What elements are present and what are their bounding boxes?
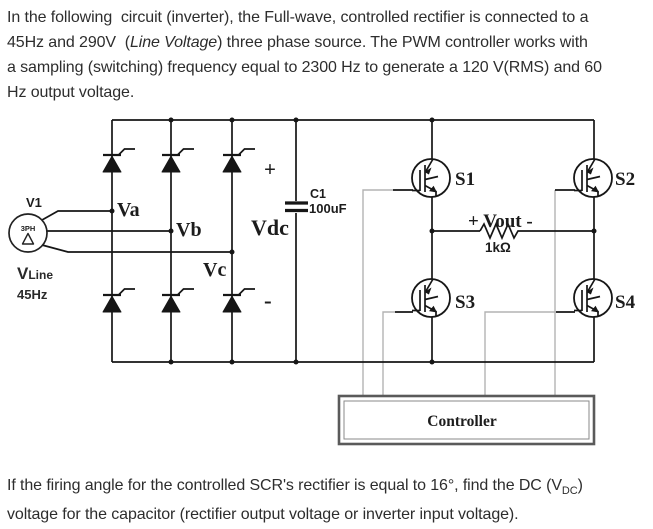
capacitor-value-label: 100uF — [309, 201, 347, 216]
thyristor-icon — [160, 147, 196, 174]
vdc-label: Vdc — [251, 215, 289, 240]
resistor-value-label: 1kΩ — [485, 240, 511, 255]
dc-minus-label: - — [264, 288, 272, 313]
thyristor-icon — [101, 287, 137, 314]
vout-label: + Vout - — [468, 211, 533, 232]
intro-line-3: a sampling (switching) frequency equal t… — [7, 59, 602, 76]
question-text: If the firing angle for the controlled S… — [7, 471, 653, 529]
igbt-switch-icon — [411, 158, 451, 198]
source-type-label: 3PH — [21, 224, 36, 233]
intro-line-1: In the following circuit (inverter), the… — [7, 9, 589, 26]
intro-line-2-pre: 45Hz and 290V ( — [7, 34, 130, 51]
three-phase-source-icon: 3PH — [8, 213, 48, 253]
switch-s2-label: S2 — [615, 169, 635, 190]
resistor-icon — [479, 221, 520, 241]
thyristor-icon — [101, 147, 137, 174]
intro-line-4: Hz output voltage. — [7, 84, 135, 101]
switch-s1-label: S1 — [455, 169, 475, 190]
dc-plus-label: + — [264, 157, 276, 181]
gate-wire-s3 — [382, 311, 395, 397]
gate-wire-s1 — [362, 189, 393, 397]
phase-a-label: Va — [117, 199, 140, 221]
igbt-switch-icon — [573, 158, 613, 198]
controller-gate-wires — [362, 189, 556, 397]
switch-s4-label: S4 — [615, 292, 636, 313]
question-line-1-post: ) — [577, 477, 583, 494]
thyristor-icon — [160, 287, 196, 314]
intro-line-2-post: ) three phase source. The PWM controller… — [217, 34, 588, 51]
power-wires — [41, 119, 595, 363]
question-line-2: voltage for the capacitor (rectifier out… — [7, 506, 519, 523]
phase-c-label: Vc — [203, 259, 226, 281]
capacitor-icon — [285, 201, 308, 213]
delta-icon — [21, 232, 35, 245]
inverter-circuit-diagram: 3PH Controller V1 VLine 45Hz Va Vb Vc + … — [0, 105, 653, 457]
igbt-switch-icon — [411, 278, 451, 318]
source-freq-label: 45Hz — [17, 287, 48, 302]
phase-b-label: Vb — [176, 219, 202, 241]
phase-a-wire — [41, 210, 112, 221]
phase-c-wire — [41, 244, 232, 253]
question-line-1-pre: If the firing angle for the controlled S… — [7, 477, 562, 494]
vdc-subscript: DC — [561, 485, 578, 498]
problem-statement: In the following circuit (inverter), the… — [7, 5, 653, 105]
vline-label: VLine — [17, 264, 53, 283]
junction-dots — [109, 117, 597, 365]
line-voltage-italic: Line Voltage — [129, 34, 218, 51]
question-line-1: If the firing angle for the controlled S… — [7, 471, 653, 500]
source-name-label: V1 — [26, 195, 42, 210]
controller-label: Controller — [427, 413, 497, 430]
thyristor-icon — [221, 287, 257, 314]
controller-box: Controller — [337, 394, 596, 446]
switch-s3-label: S3 — [455, 292, 475, 313]
igbt-switch-icon — [573, 278, 613, 318]
intro-line-2: 45Hz and 290V (Line Voltage) three phase… — [7, 30, 653, 55]
problem-page: { "intro": { "line1": "In the following … — [0, 5, 653, 523]
gate-wire-s4 — [484, 311, 556, 397]
capacitor-name-label: C1 — [310, 187, 326, 201]
thyristor-icon — [221, 147, 257, 174]
